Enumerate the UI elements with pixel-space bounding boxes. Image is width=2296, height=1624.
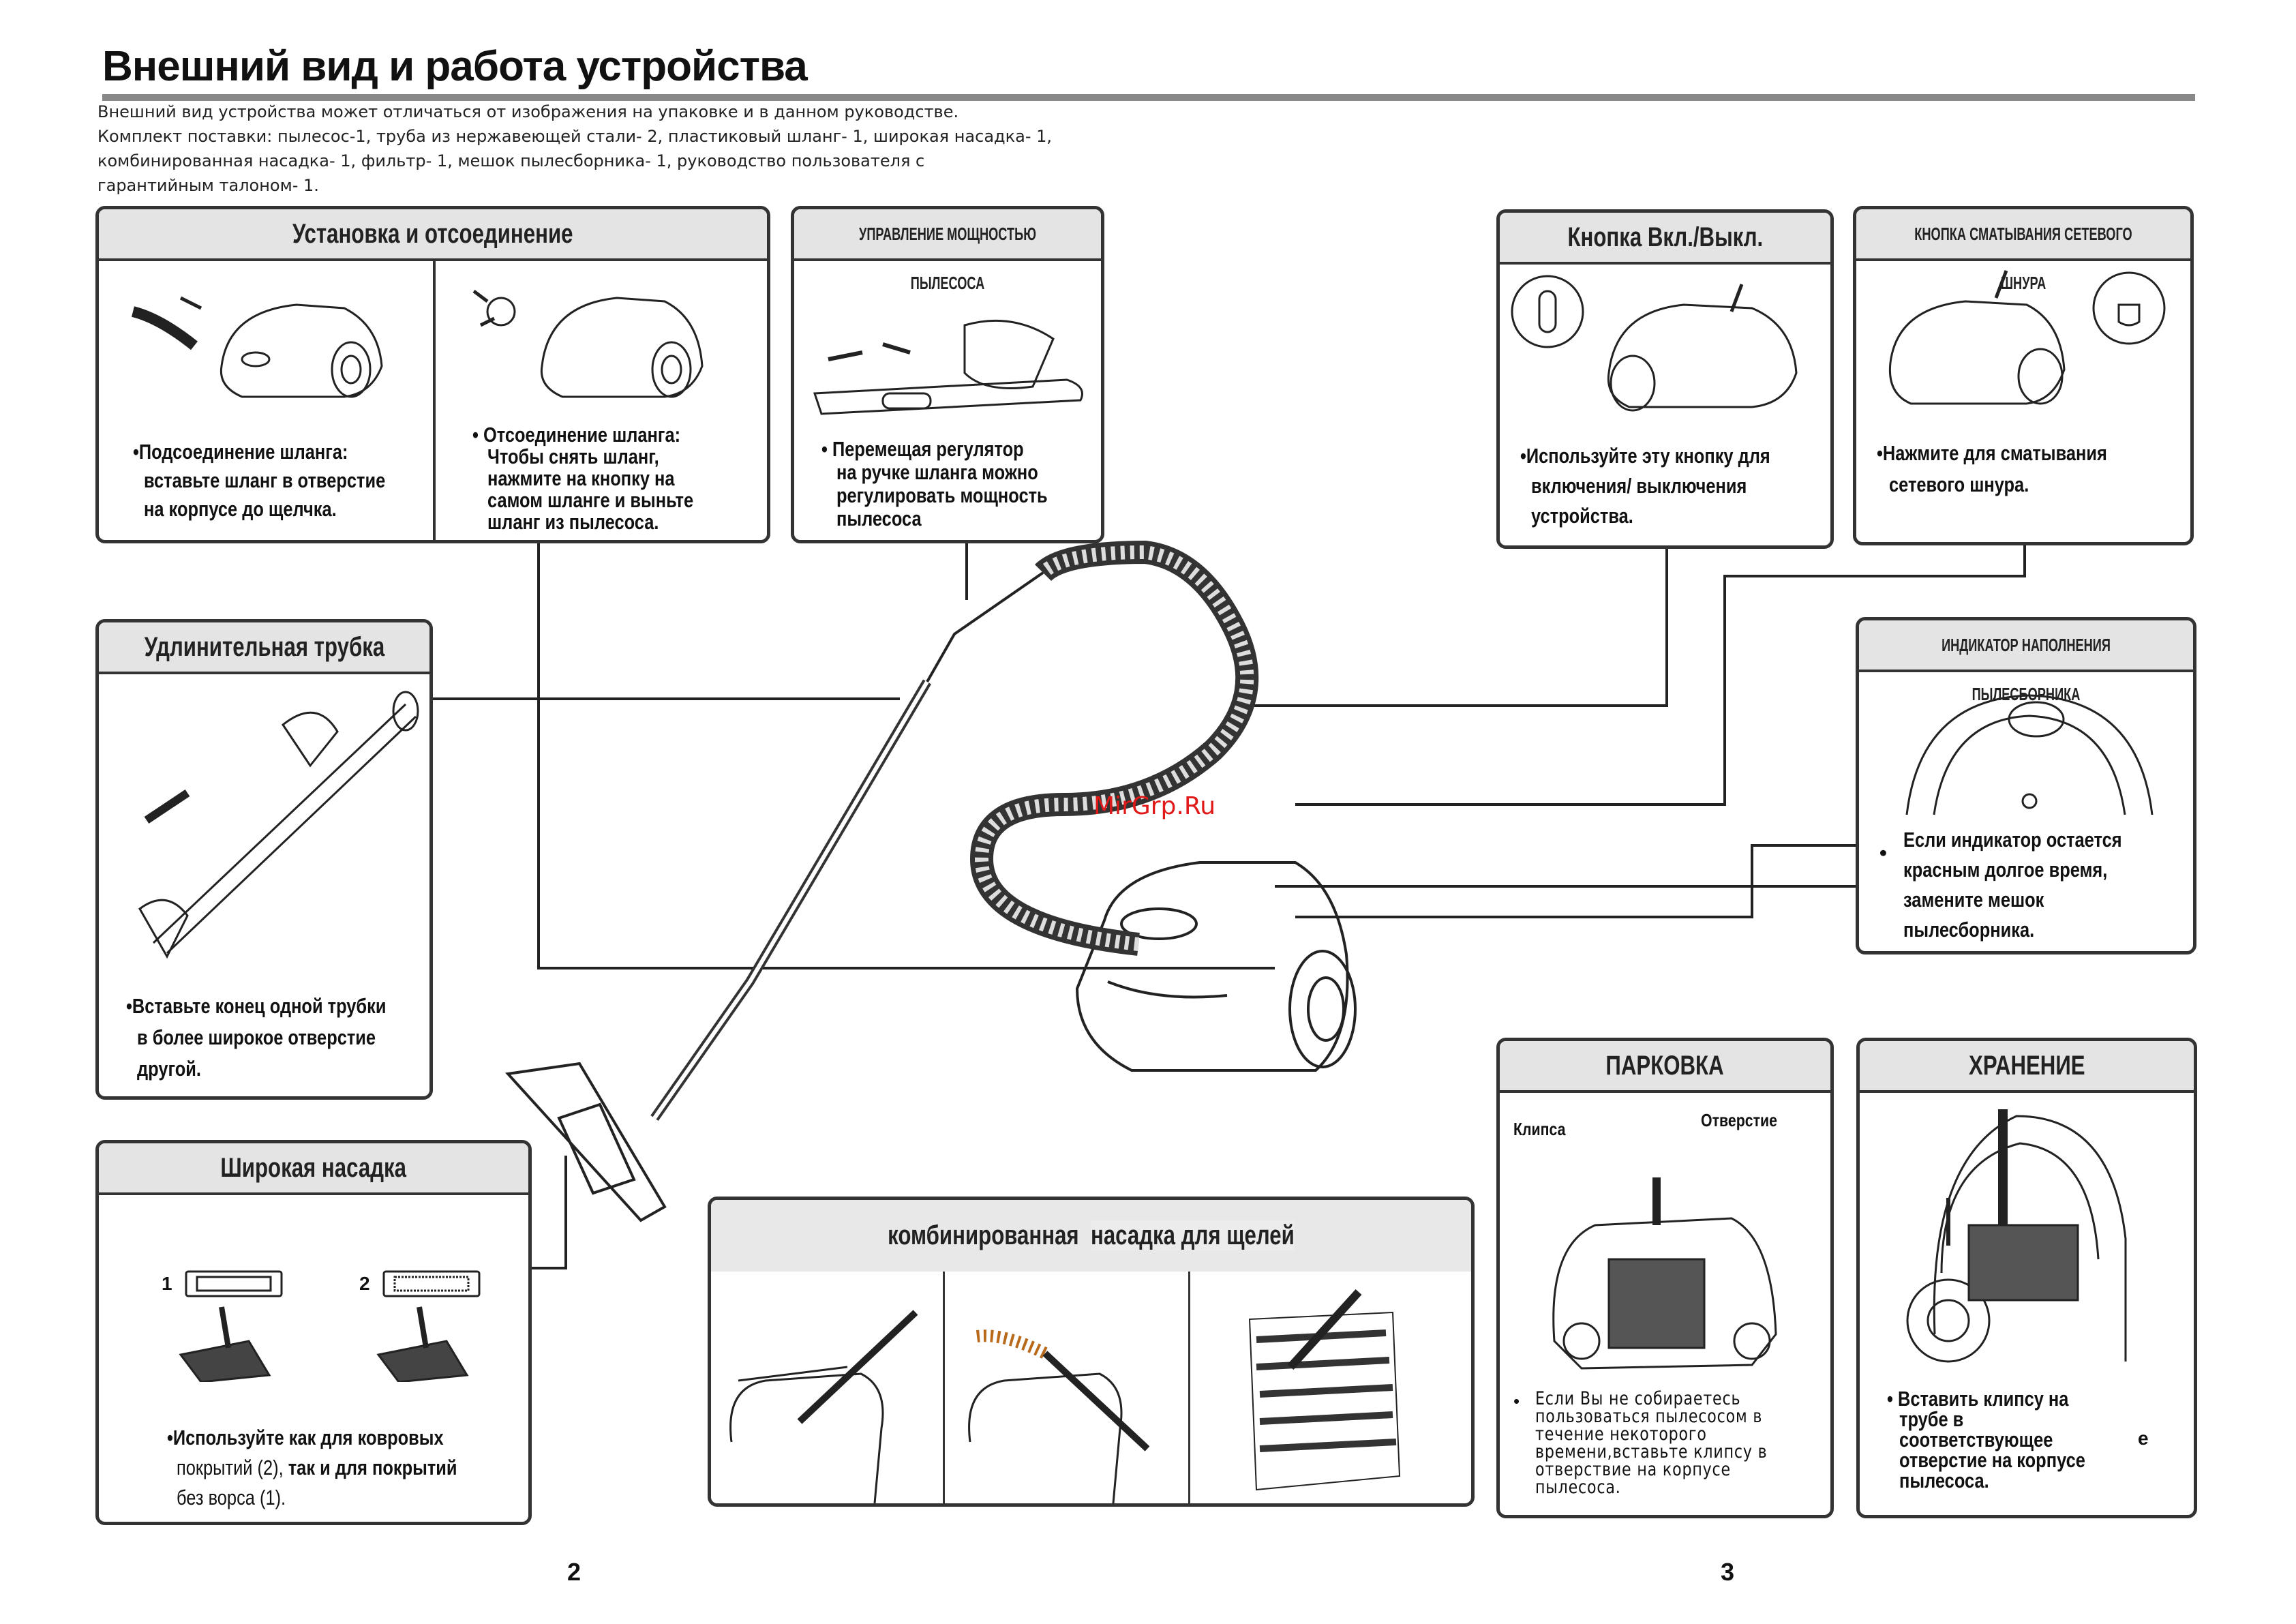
install-title: Установка и отсоединение: [99, 209, 767, 261]
power-panel: УПРАВЛЕНИЕ МОЩНОСТЬЮ ПЫЛЕСОСА • Перемеща…: [791, 206, 1104, 543]
vacuum-hose-detach-image: [472, 290, 704, 398]
onoff-panel: Кнопка Вкл./Выкл. •Используйте эту кнопк…: [1496, 209, 1834, 549]
indicator-panel: ИНДИКАТОР НАПОЛНЕНИЯ ПЫЛЕСБОРНИКА • Если…: [1856, 617, 2196, 954]
intro-line: комбинированная насадка- 1, фильтр- 1, м…: [97, 151, 925, 170]
combo-divider: [1188, 1272, 1190, 1503]
install-attach-caption: •Подсоединение шланга: вставьте шланг в …: [133, 440, 386, 521]
parking-panel: ПАРКОВКА Клипса Отверстие • Если Вы не с…: [1496, 1038, 1834, 1518]
parking-bullet: •: [1513, 1391, 1520, 1411]
parking-clip-image: [1552, 1177, 1777, 1370]
parking-label-clip: Клипса: [1513, 1119, 1566, 1139]
indicator-caption: Если индикатор остается красным долгое в…: [1903, 828, 2122, 942]
extension-tube-image: [138, 691, 419, 959]
combo-nozzle-usage-image: [729, 1289, 1401, 1503]
page-title: Внешний вид и работа устройства: [102, 43, 808, 90]
title-rule: [102, 94, 2195, 101]
vacuum-illustration: [504, 540, 1357, 1222]
combo-divider: [943, 1272, 945, 1503]
wide-nozzle-panel: Широкая насадка 1 2 •Используйте как для…: [95, 1140, 532, 1525]
onoff-button-image: [1511, 275, 1798, 412]
parking-label-hole: Отверстие: [1701, 1110, 1777, 1130]
wide-nozzle-caption: •Используйте как для ковровых покрытий (…: [167, 1426, 457, 1509]
vacuum-hose-attach-image: [131, 296, 383, 398]
wide-nozzle-image: [179, 1270, 481, 1382]
fill-indicator-image: [1905, 694, 2154, 815]
wide-nozzle-num2: 2: [359, 1273, 370, 1294]
tube-caption: •Вставьте конец одной трубки в более шир…: [126, 994, 387, 1081]
page-number-right: 3: [1721, 1558, 1735, 1586]
indicator-title: ИНДИКАТОР НАПОЛНЕНИЯ ПЫЛЕСБОРНИКА: [1859, 620, 2193, 704]
watermark: MirGrp.Ru: [1093, 792, 1216, 820]
hose-handle-regulator-image: [813, 319, 1083, 415]
combo-nozzle-panel: комбинированная насадка для щелей: [708, 1197, 1475, 1507]
storage-title: ХРАНЕНИЕ: [1860, 1041, 2194, 1093]
install-divider: [433, 258, 436, 540]
intro-line: гарантийным талоном- 1.: [97, 176, 319, 195]
parking-title: ПАРКОВКА: [1500, 1041, 1830, 1093]
cord-rewind-image: [1888, 270, 2166, 405]
cord-panel: КНОПКА СМАТЫВАНИЯ СЕТЕВОГО ШНУРА •Нажмит…: [1853, 206, 2194, 545]
page-number-left: 2: [567, 1558, 581, 1586]
wide-nozzle-title: Широкая насадка: [99, 1143, 528, 1195]
cord-title: КНОПКА СМАТЫВАНИЯ СЕТЕВОГО ШНУРА: [1856, 209, 2190, 293]
power-caption: • Перемещая регулятор на ручке шланга мо…: [821, 437, 1048, 530]
storage-caption: • Вставить клипсу на трубе в соответству…: [1887, 1387, 2085, 1492]
install-detach-caption: • Отсоединение шланга: Чтобы снять шланг…: [472, 423, 694, 534]
indicator-bullet: •: [1879, 841, 1887, 864]
storage-stray-letter: е: [2138, 1428, 2149, 1449]
combo-title: комбинированная насадка для щелей: [711, 1200, 1471, 1272]
wide-nozzle-num1: 1: [162, 1273, 172, 1294]
parking-caption: Если Вы не собираетесь пользоваться пыле…: [1535, 1388, 1768, 1498]
power-title: УПРАВЛЕНИЕ МОЩНОСТЬЮ ПЫЛЕСОСА: [794, 209, 1101, 293]
cord-caption: •Нажмите для сматывания сетевого шнура.: [1877, 441, 2107, 496]
storage-panel: ХРАНЕНИЕ • Вставить клипсу на трубе в со…: [1856, 1038, 2197, 1518]
tube-panel: Удлинительная трубка •Вставьте конец одн…: [95, 619, 433, 1100]
tube-title: Удлинительная трубка: [99, 622, 429, 674]
storage-image: [1906, 1109, 2127, 1363]
onoff-caption: •Используйте эту кнопку для включения/ в…: [1520, 444, 1770, 528]
intro-line: Комплект поставки: пылесос-1, труба из н…: [97, 127, 1053, 146]
intro-line: Внешний вид устройства может отличаться …: [97, 102, 959, 121]
install-panel: Установка и отсоединение •Подсоединение …: [95, 206, 770, 543]
onoff-title: Кнопка Вкл./Выкл.: [1500, 213, 1830, 265]
